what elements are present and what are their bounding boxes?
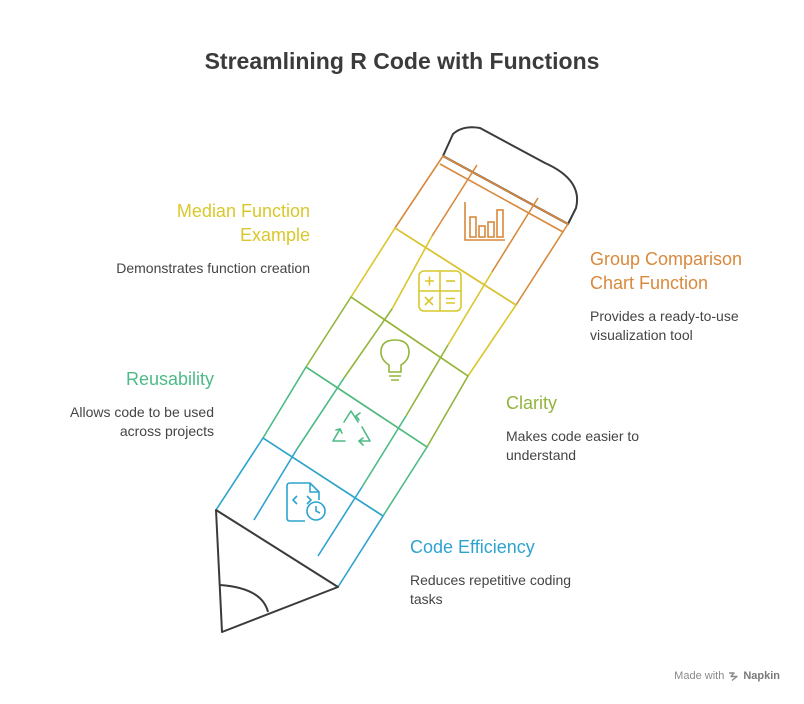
pencil-band-clarity	[305, 296, 469, 448]
bar-chart-icon	[464, 202, 505, 241]
napkin-attribution: Made with Napkin	[674, 670, 780, 682]
clarity-description: Makes code easier to understand	[506, 428, 640, 463]
code-efficiency-heading: Code Efficiency	[410, 537, 535, 557]
clarity-heading: Clarity	[506, 393, 558, 413]
lightbulb-icon	[380, 339, 410, 381]
pencil-eraser	[442, 126, 578, 225]
group-comparison-description: Provides a ready-to-use visualization to…	[590, 308, 739, 343]
page-title: Streamlining R Code with Functions	[204, 48, 600, 74]
code-efficiency-description: Reduces repetitive coding tasks	[410, 572, 572, 607]
calculator-icon	[418, 270, 462, 312]
made-with-label: Made with	[674, 670, 725, 682]
group-comparison-heading: Group Comparison Chart Function	[590, 249, 743, 293]
code-efficiency-block: Code Efficiency Reduces repetitive codin…	[410, 535, 630, 609]
reusability-block: Reusability Allows code to be used acros…	[40, 367, 214, 441]
napkin-brand: Napkin	[743, 670, 780, 682]
pencil-tip	[215, 509, 339, 633]
recycle-icon	[332, 410, 371, 446]
group-comparison-block: Group Comparison Chart Function Provides…	[590, 247, 790, 345]
median-function-block: Median Function Example Demonstrates fun…	[110, 199, 310, 278]
pencil-band-code-efficiency	[215, 437, 384, 588]
napkin-logo-icon	[729, 671, 739, 681]
clarity-block: Clarity Makes code easier to understand	[506, 391, 706, 465]
reusability-heading: Reusability	[125, 369, 214, 389]
reusability-description: Allows code to be used across projects	[70, 404, 214, 439]
code-file-clock-icon	[286, 482, 326, 522]
median-function-description: Demonstrates function creation	[116, 260, 310, 276]
median-function-heading: Median Function Example	[176, 201, 310, 245]
pencil-band-median	[350, 227, 517, 377]
